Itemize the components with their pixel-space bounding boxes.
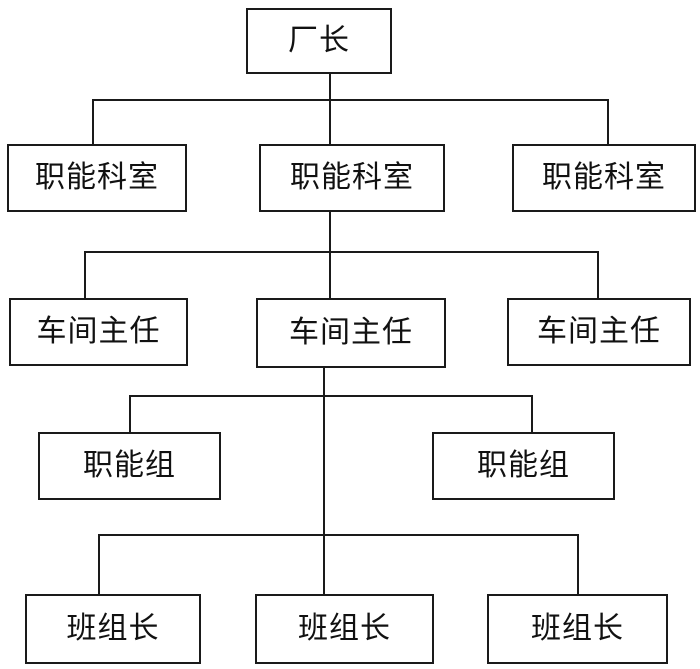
node-dept-right-label: 职能科室 xyxy=(542,160,666,195)
node-leader-left: 班组长 xyxy=(25,594,201,664)
node-group-left-label: 职能组 xyxy=(83,448,176,483)
node-dept-left-label: 职能科室 xyxy=(35,160,159,195)
node-leader-center: 班组长 xyxy=(255,594,434,664)
node-leader-left-label: 班组长 xyxy=(66,611,160,646)
node-workshop-center-label: 车间主任 xyxy=(289,315,413,350)
node-workshop-center: 车间主任 xyxy=(256,298,446,368)
node-director: 厂长 xyxy=(246,8,392,74)
node-dept-center: 职能科室 xyxy=(259,144,445,212)
node-dept-center-label: 职能科室 xyxy=(290,160,414,195)
node-dept-right: 职能科室 xyxy=(512,144,696,212)
node-group-left: 职能组 xyxy=(38,432,221,500)
node-dept-left: 职能科室 xyxy=(7,144,187,212)
node-group-right-label: 职能组 xyxy=(477,448,570,483)
node-workshop-right: 车间主任 xyxy=(507,298,691,366)
node-group-right: 职能组 xyxy=(432,432,615,500)
node-workshop-right-label: 车间主任 xyxy=(537,314,661,349)
node-leader-center-label: 班组长 xyxy=(298,611,391,646)
node-leader-right: 班组长 xyxy=(487,594,668,664)
node-director-label: 厂长 xyxy=(288,23,350,58)
node-leader-right-label: 班组长 xyxy=(531,611,624,646)
node-workshop-left-label: 车间主任 xyxy=(36,314,161,349)
node-workshop-left: 车间主任 xyxy=(9,298,188,366)
